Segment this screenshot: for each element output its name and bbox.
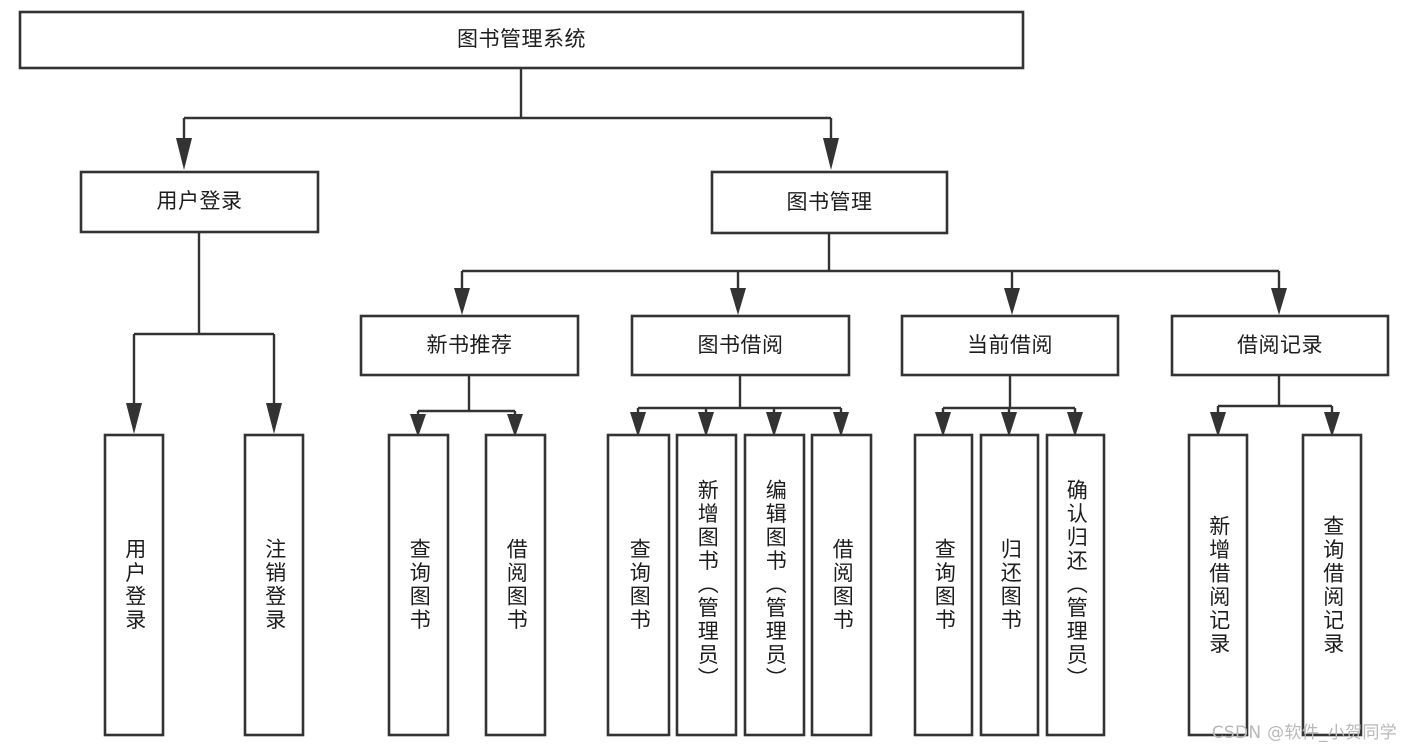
- node-box-bookmgmt[interactable]: [710, 170, 949, 235]
- arrow-login-to-leaf-1: [126, 403, 142, 434]
- node-box-leaf-11[interactable]: [1045, 433, 1106, 737]
- node-box-leaf-8[interactable]: [810, 433, 873, 737]
- arrow-root-to-bookmgmt: [823, 138, 839, 170]
- arrow-bookmgmt-to-current: [1004, 288, 1020, 315]
- watermark-text: CSDN @软件_小贺同学: [1211, 723, 1397, 743]
- arrow-root-to-login: [176, 138, 192, 170]
- node-box-root[interactable]: [18, 10, 1025, 70]
- node-box-leaf-3[interactable]: [387, 433, 450, 737]
- arrow-borrow-to-leaf-8: [833, 412, 849, 437]
- arrow-bookmgmt-to-borrow: [730, 288, 746, 315]
- arrow-bookmgmt-to-newbook: [454, 288, 470, 315]
- arrow-records-to-leaf-13: [1324, 412, 1340, 437]
- arrow-current-to-leaf-10: [1001, 412, 1017, 437]
- node-box-newbook[interactable]: [359, 314, 580, 377]
- node-box-borrow[interactable]: [630, 314, 851, 377]
- node-box-leaf-2[interactable]: [243, 433, 305, 737]
- arrow-newbook-to-leaf-4: [507, 414, 523, 437]
- connector-layer: [126, 68, 1340, 437]
- arrow-current-to-leaf-11: [1067, 412, 1083, 437]
- arrow-borrow-to-leaf-5: [630, 412, 646, 437]
- node-box-leaf-4[interactable]: [484, 433, 547, 737]
- arrow-bookmgmt-to-records: [1271, 288, 1287, 315]
- node-box-leaf-7[interactable]: [743, 433, 806, 737]
- node-box-current[interactable]: [900, 314, 1120, 377]
- node-box-records[interactable]: [1170, 314, 1390, 377]
- arrow-newbook-to-leaf-3: [410, 414, 426, 437]
- arrow-borrow-to-leaf-6: [698, 412, 714, 437]
- arrow-borrow-to-leaf-7: [766, 412, 782, 437]
- node-box-leaf-1[interactable]: [103, 433, 165, 737]
- arrow-current-to-leaf-9: [935, 412, 951, 437]
- node-box-leaf-13[interactable]: [1301, 433, 1363, 737]
- node-box-leaf-6[interactable]: [675, 433, 738, 737]
- node-box-leaf-5[interactable]: [606, 433, 671, 737]
- arrow-login-to-leaf-2: [266, 403, 282, 434]
- node-box-login[interactable]: [79, 170, 320, 234]
- node-layer: [18, 10, 1390, 737]
- node-box-leaf-12[interactable]: [1187, 433, 1249, 737]
- arrow-records-to-leaf-12: [1210, 412, 1226, 437]
- node-box-leaf-10[interactable]: [979, 433, 1040, 737]
- node-box-leaf-9[interactable]: [913, 433, 974, 737]
